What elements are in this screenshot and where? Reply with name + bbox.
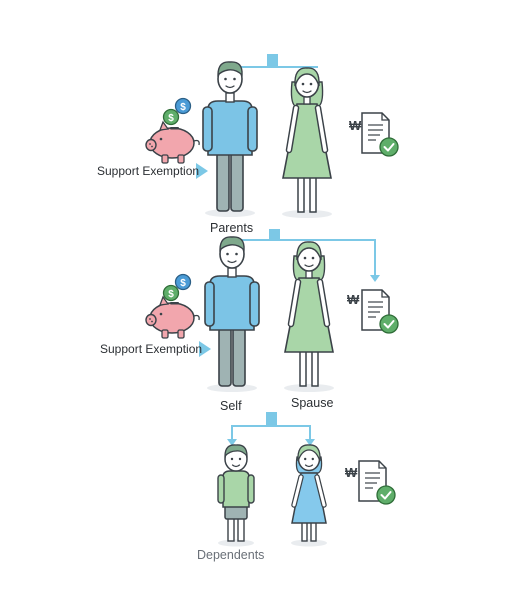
son-figure [217, 444, 255, 548]
piggy-bank-icon [145, 273, 200, 339]
support-exemption-label: Support Exemption [100, 342, 203, 356]
self-tier: ₩ [145, 236, 399, 393]
daughter-figure [291, 445, 327, 547]
self-figure [204, 236, 260, 393]
won-symbol: ₩ [349, 118, 362, 133]
spouse-label: Spause [291, 396, 334, 410]
connector-nodes [266, 54, 280, 425]
parents-label: Parents [210, 221, 254, 235]
mother-figure [282, 68, 332, 218]
dependents-tier: ₩ [217, 444, 396, 548]
tax-document-icon: ₩ [345, 460, 396, 505]
won-symbol: ₩ [345, 465, 358, 480]
self-label: Self [220, 399, 242, 413]
won-symbol: ₩ [347, 292, 360, 307]
tax-document-icon: ₩ [347, 289, 399, 334]
tax-document-icon: ₩ [349, 112, 399, 157]
parents-tier: ₩ [145, 61, 399, 218]
father-figure [202, 61, 258, 218]
dependents-label: Dependents [197, 548, 265, 562]
support-exemption-label: Support Exemption [97, 164, 200, 178]
piggy-bank-icon [145, 97, 200, 164]
spouse-figure [284, 242, 334, 392]
